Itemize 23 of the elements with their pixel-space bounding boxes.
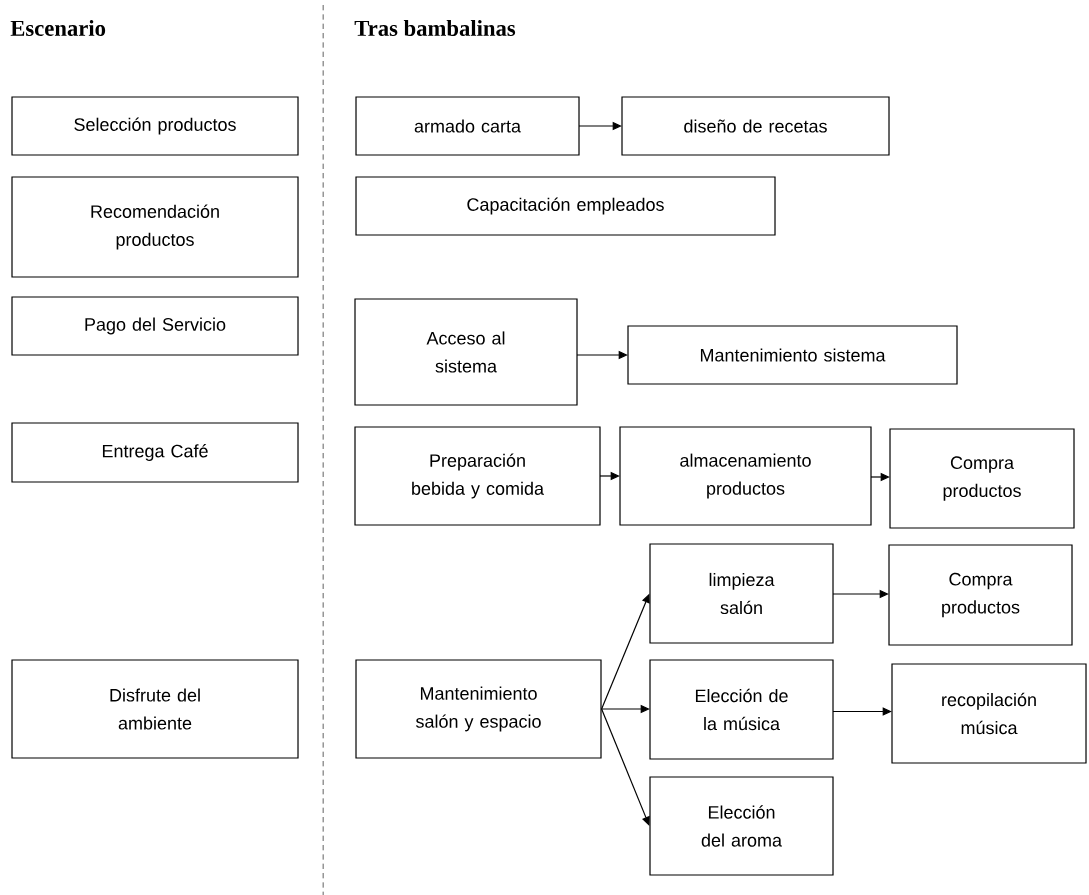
process-box: almacenamiento productos	[619, 426, 872, 526]
process-box: Elección de la música	[649, 659, 834, 760]
process-box: Recomendación productos	[11, 176, 299, 278]
arrow	[601, 708, 650, 826]
process-box: Mantenimiento sistema	[627, 325, 958, 385]
process-box: Pago del Servicio	[11, 296, 299, 356]
arrow	[832, 707, 892, 716]
process-box: Elección del aroma	[649, 776, 834, 876]
process-box: Compra productos	[888, 544, 1073, 646]
process-box: armado carta	[355, 96, 580, 156]
column-heading: Tras bambalinas	[354, 20, 516, 36]
process-box: recopilación música	[891, 663, 1087, 764]
process-box: Compra productos	[889, 428, 1075, 529]
process-box: Capacitación empleados	[355, 176, 776, 236]
process-box: Selección productos	[11, 96, 299, 156]
process-box: Preparación bebida y comida	[354, 426, 601, 526]
column-heading: Escenario	[10, 20, 106, 36]
process-box: Mantenimiento salón y espacio	[355, 659, 602, 759]
process-box: diseño de recetas	[621, 96, 890, 156]
process-box: limpieza salón	[649, 543, 834, 644]
process-box: Disfrute del ambiente	[11, 659, 299, 759]
process-box: Entrega Café	[11, 422, 299, 483]
process-box: Acceso al sistema	[354, 298, 578, 406]
